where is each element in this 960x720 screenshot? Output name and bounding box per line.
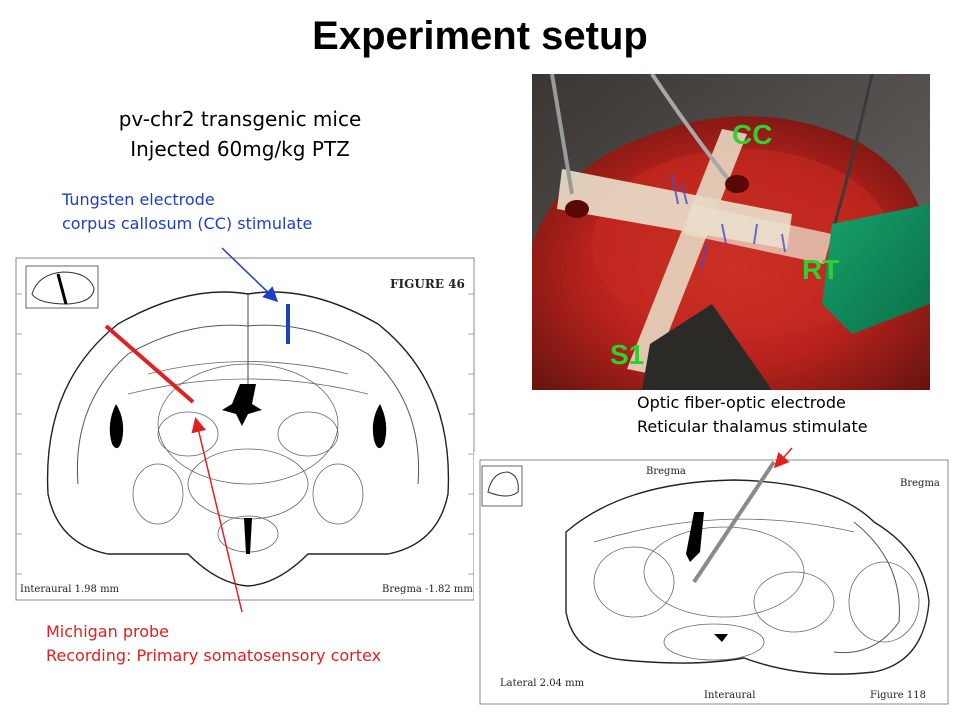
sagittal-figure-label: Figure 118 (870, 690, 926, 701)
tungsten-arrow (221, 247, 279, 303)
page-title: Experiment setup (312, 14, 648, 58)
photo-label-s1: S1 (610, 339, 644, 370)
experiment-subtitle: pv-chr2 transgenic mice Injected 60mg/kg… (60, 104, 420, 164)
tungsten-note-line-2: corpus callosum (CC) stimulate (62, 214, 313, 233)
subtitle-line-1: pv-chr2 transgenic mice (118, 107, 362, 131)
optic-fiber-note: Optic fiber-optic electrode Reticular th… (637, 391, 868, 439)
sagittal-interaural-label: Interaural (704, 690, 755, 701)
sagittal-lateral-label: Lateral 2.04 mm (500, 678, 585, 689)
tungsten-note-line-1: Tungsten electrode (62, 190, 215, 209)
michigan-probe-note: Michigan probe Recording: Primary somato… (46, 620, 381, 668)
photo-label-cc: CC (732, 119, 772, 150)
surgery-photo: CC RT S1 (532, 74, 930, 390)
michigan-arrow (191, 417, 243, 613)
coronal-figure-label: FIGURE 46 (390, 277, 465, 291)
optic-fiber-arrow (774, 447, 793, 469)
michigan-note-line-1: Michigan probe (46, 622, 169, 641)
sagittal-bregma-right-label: Bregma (900, 478, 940, 489)
coronal-atlas: FIGURE 46 Interaural 1.98 mm Bregma -1.8… (8, 254, 488, 608)
coronal-bregma-label: Bregma -1.82 mm (382, 584, 473, 595)
subtitle-line-2: Injected 60mg/kg PTZ (130, 137, 350, 161)
sagittal-atlas: Bregma Bregma Lateral 2.04 mm Interaural… (474, 452, 954, 710)
coronal-atlas-graphic: FIGURE 46 Interaural 1.98 mm Bregma -1.8… (8, 254, 488, 608)
sagittal-bregma-top-label: Bregma (646, 466, 686, 477)
surgery-photo-graphic: CC RT S1 (532, 74, 930, 390)
sagittal-atlas-graphic: Bregma Bregma Lateral 2.04 mm Interaural… (474, 452, 954, 710)
tungsten-electrode-note: Tungsten electrode corpus callosum (CC) … (62, 188, 312, 236)
photo-label-rt: RT (802, 254, 839, 285)
michigan-note-line-2: Recording: Primary somatosensory cortex (46, 646, 382, 665)
optic-note-line-2: Reticular thalamus stimulate (637, 417, 868, 436)
coronal-interaural-label: Interaural 1.98 mm (20, 584, 120, 595)
optic-note-line-1: Optic fiber-optic electrode (637, 393, 846, 412)
